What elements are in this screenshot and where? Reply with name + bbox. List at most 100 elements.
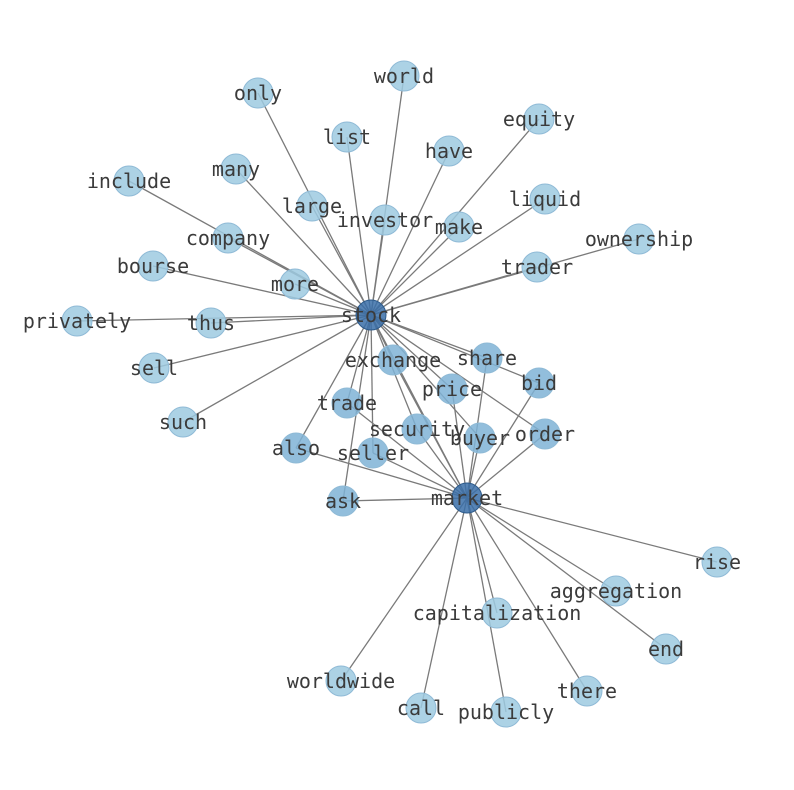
edge-stock-liquid bbox=[370, 198, 546, 316]
node-label-end: end bbox=[648, 637, 684, 661]
edge-stock-have bbox=[370, 150, 450, 316]
edge-stock-thus bbox=[210, 314, 372, 324]
edge-stock-list bbox=[346, 136, 372, 316]
node-label-world: world bbox=[374, 64, 434, 88]
node-label-privately: privately bbox=[23, 309, 131, 333]
edge-stock-buyer bbox=[370, 314, 481, 439]
edge-market-order bbox=[466, 433, 546, 499]
edge-stock-bid bbox=[370, 314, 540, 384]
node-label-there: there bbox=[557, 679, 617, 703]
node-stock bbox=[355, 299, 387, 331]
node-worldwide bbox=[325, 665, 357, 697]
node-sell bbox=[138, 352, 170, 384]
edge-stock-investor bbox=[370, 219, 386, 316]
edge-market-bid bbox=[466, 382, 540, 499]
edge-market-trade bbox=[346, 402, 468, 499]
edge-stock-such bbox=[182, 314, 372, 423]
node-large bbox=[296, 190, 328, 222]
node-end bbox=[650, 633, 682, 665]
node-label-bid: bid bbox=[521, 371, 557, 395]
node-label-share: share bbox=[457, 346, 517, 370]
node-call bbox=[405, 692, 437, 724]
edge-market-rise bbox=[466, 497, 718, 563]
edge-market-capitalization bbox=[466, 497, 498, 614]
node-label-include: include bbox=[87, 169, 171, 193]
node-layer bbox=[61, 60, 733, 728]
node-label-security: security bbox=[369, 417, 465, 441]
node-company bbox=[212, 222, 244, 254]
node-label-exchange: exchange bbox=[345, 348, 441, 372]
node-label-buyer: buyer bbox=[450, 426, 510, 450]
edge-layer bbox=[76, 75, 718, 713]
edge-stock-trader bbox=[370, 266, 538, 316]
node-buyer bbox=[464, 422, 496, 454]
node-label-equity: equity bbox=[503, 107, 575, 131]
node-thus bbox=[195, 307, 227, 339]
node-label-seller: seller bbox=[337, 441, 409, 465]
node-rise bbox=[701, 546, 733, 578]
node-label-company: company bbox=[186, 226, 270, 250]
edge-stock-seller bbox=[370, 314, 374, 454]
node-label-market: market bbox=[431, 486, 503, 510]
node-label-many: many bbox=[212, 157, 260, 181]
node-label-trade: trade bbox=[317, 391, 377, 415]
node-market bbox=[451, 482, 483, 514]
node-label-only: only bbox=[234, 81, 282, 105]
node-more bbox=[279, 268, 311, 300]
node-ownership bbox=[623, 223, 655, 255]
edge-market-price bbox=[451, 388, 468, 499]
node-label-trader: trader bbox=[501, 255, 573, 279]
node-label-list: list bbox=[323, 125, 371, 149]
edge-market-worldwide bbox=[340, 497, 468, 682]
edge-stock-make bbox=[370, 226, 460, 316]
node-bid bbox=[523, 367, 555, 399]
label-layer: stock market world only list equity have includ… bbox=[23, 64, 741, 724]
node-label-have: have bbox=[425, 139, 473, 163]
node-include bbox=[113, 165, 145, 197]
node-seller bbox=[357, 437, 389, 469]
edge-market-call bbox=[420, 497, 468, 709]
node-list bbox=[331, 121, 363, 153]
node-label-rise: rise bbox=[693, 550, 741, 574]
node-trade bbox=[331, 387, 363, 419]
edge-stock-also bbox=[295, 314, 372, 449]
node-liquid bbox=[529, 183, 561, 215]
node-label-capitalization: capitalization bbox=[413, 601, 582, 625]
node-price bbox=[436, 373, 468, 405]
node-capitalization bbox=[481, 597, 513, 629]
node-make bbox=[443, 211, 475, 243]
node-order bbox=[529, 418, 561, 450]
node-label-liquid: liquid bbox=[509, 187, 581, 211]
node-privately bbox=[61, 305, 93, 337]
node-label-also: also bbox=[272, 436, 320, 460]
node-label-more: more bbox=[271, 272, 319, 296]
node-label-large: large bbox=[282, 194, 342, 218]
node-there bbox=[571, 675, 603, 707]
node-label-sell: sell bbox=[130, 356, 178, 380]
edge-market-also bbox=[295, 447, 468, 499]
edge-stock-order bbox=[370, 314, 546, 435]
node-also bbox=[280, 432, 312, 464]
node-only bbox=[242, 77, 274, 109]
node-such bbox=[167, 406, 199, 438]
node-have bbox=[433, 135, 465, 167]
edge-market-end bbox=[466, 497, 667, 650]
edge-market-there bbox=[466, 497, 588, 692]
node-aggregation bbox=[600, 575, 632, 607]
node-publicly bbox=[490, 696, 522, 728]
node-world bbox=[388, 60, 420, 92]
node-trader bbox=[521, 251, 553, 283]
node-security bbox=[401, 413, 433, 445]
node-label-call: call bbox=[397, 696, 445, 720]
node-label-thus: thus bbox=[187, 311, 235, 335]
node-many bbox=[220, 153, 252, 185]
node-label-investor: investor bbox=[337, 208, 433, 232]
node-label-publicly: publicly bbox=[458, 700, 554, 724]
node-label-stock: stock bbox=[341, 303, 401, 327]
node-label-worldwide: worldwide bbox=[287, 669, 395, 693]
node-label-price: price bbox=[422, 377, 482, 401]
node-label-such: such bbox=[159, 410, 207, 434]
edge-stock-many bbox=[235, 168, 372, 316]
edge-stock-large bbox=[311, 205, 372, 316]
